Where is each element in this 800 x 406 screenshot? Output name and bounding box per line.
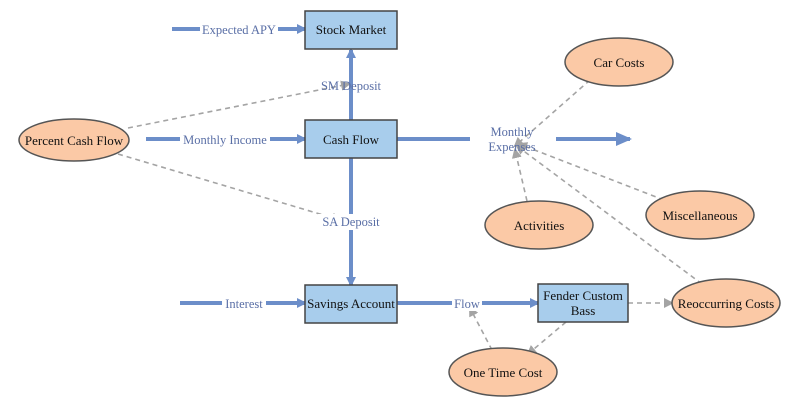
reoccurring-costs-label: Reoccurring Costs <box>678 296 774 311</box>
label-monthly-expenses-1: Monthly <box>490 125 534 139</box>
savings-account-label: Savings Account <box>307 296 395 311</box>
miscellaneous-label: Miscellaneous <box>662 208 737 223</box>
fender-bass-label-1: Fender Custom <box>543 288 623 303</box>
influence-links <box>117 79 703 356</box>
link-onetime-to-flow <box>469 306 493 351</box>
link-bass-to-onetime <box>526 321 567 356</box>
stock-savings-account[interactable]: Savings Account <box>304 284 398 324</box>
stock-fender-custom-bass[interactable]: Fender Custom Bass <box>537 283 629 323</box>
aux-activities[interactable]: Activities <box>484 200 594 250</box>
aux-reoccurring-costs[interactable]: Reoccurring Costs <box>671 278 781 328</box>
label-interest: Interest <box>225 297 263 311</box>
cash-flow-label: Cash Flow <box>323 132 380 147</box>
activities-label: Activities <box>514 218 565 233</box>
percent-cash-flow-label: Percent Cash Flow <box>25 133 124 148</box>
label-monthly-income: Monthly Income <box>183 133 267 147</box>
link-carcosts-to-expenses <box>513 79 591 148</box>
one-time-cost-label: One Time Cost <box>464 365 543 380</box>
link-percent-to-sm-deposit <box>127 80 351 129</box>
aux-one-time-cost[interactable]: One Time Cost <box>448 347 558 397</box>
fender-bass-label-2: Bass <box>571 303 596 318</box>
label-monthly-expenses-2: Expenses <box>488 140 535 154</box>
flow-lines <box>146 24 632 308</box>
aux-car-costs[interactable]: Car Costs <box>564 37 674 87</box>
aux-miscellaneous[interactable]: Miscellaneous <box>645 190 755 240</box>
stock-stock-market[interactable]: Stock Market <box>304 10 398 50</box>
aux-percent-cash-flow[interactable]: Percent Cash Flow <box>18 118 130 162</box>
label-sm-deposit: SM Deposit <box>321 79 382 93</box>
stock-market-label: Stock Market <box>316 22 387 37</box>
link-percent-to-sa-deposit <box>117 153 342 223</box>
link-reoccurring-to-expenses <box>515 144 703 285</box>
car-costs-label: Car Costs <box>594 55 645 70</box>
link-misc-to-expenses <box>517 142 665 201</box>
label-sa-deposit: SA Deposit <box>322 215 380 229</box>
label-flow: Flow <box>454 297 480 311</box>
stock-cash-flow[interactable]: Cash Flow <box>304 119 398 159</box>
label-expected-apy: Expected APY <box>202 23 276 37</box>
flow-labels: Expected APY SM Deposit Monthly Income M… <box>180 21 536 311</box>
link-activities-to-expenses <box>511 148 528 202</box>
